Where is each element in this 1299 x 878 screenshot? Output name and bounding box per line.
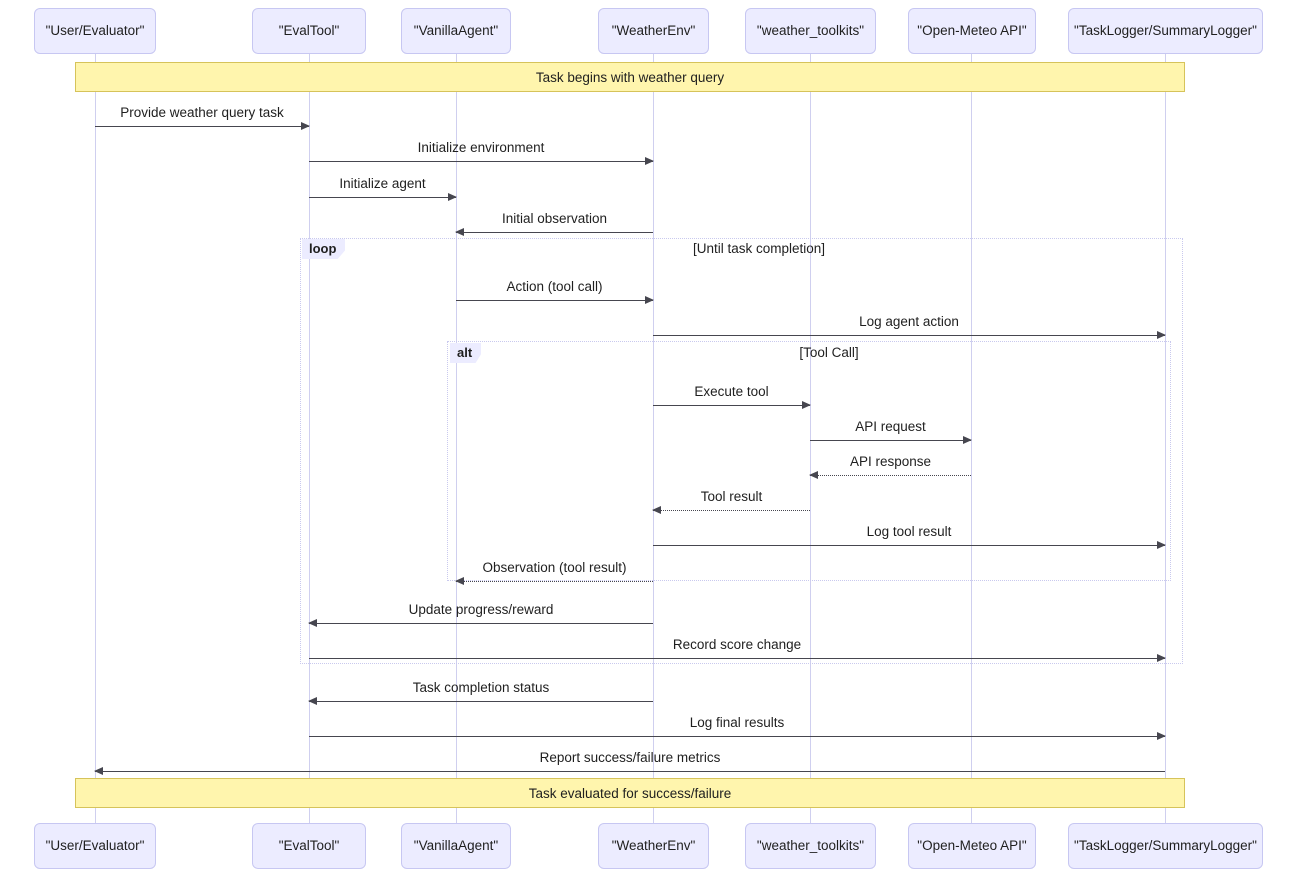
participant-box-top-3[interactable]: "WeatherEnv" (598, 8, 709, 54)
arrowhead-icon-6 (802, 400, 811, 409)
arrowhead-icon-12 (308, 618, 317, 627)
message-label-8: API response (849, 454, 932, 469)
participant-box-bottom-1[interactable]: "EvalTool" (252, 823, 366, 869)
arrowhead-icon-13 (1157, 653, 1166, 662)
message-line-8 (810, 475, 971, 476)
message-line-2 (309, 197, 456, 198)
message-line-4 (456, 300, 653, 301)
participant-box-bottom-3[interactable]: "WeatherEnv" (598, 823, 709, 869)
participant-box-top-4[interactable]: "weather_toolkits" (745, 8, 876, 54)
message-label-7: API request (855, 419, 926, 434)
lifeline-0 (95, 54, 96, 824)
message-line-9 (653, 510, 810, 511)
message-line-6 (653, 405, 810, 406)
fragment-label-loop: loop (302, 239, 346, 259)
arrowhead-icon-1 (645, 156, 654, 165)
message-label-15: Log final results (689, 715, 785, 730)
participant-box-bottom-0[interactable]: "User/Evaluator" (34, 823, 156, 869)
arrowhead-icon-8 (809, 470, 818, 479)
message-line-10 (653, 545, 1165, 546)
message-line-11 (456, 581, 653, 582)
message-label-11: Observation (tool result) (482, 560, 627, 575)
message-label-16: Report success/failure metrics (539, 750, 721, 765)
message-label-13: Record score change (672, 637, 802, 652)
message-label-2: Initialize agent (339, 176, 426, 191)
participant-box-top-2[interactable]: "VanillaAgent" (401, 8, 511, 54)
message-label-5: Log agent action (859, 314, 959, 329)
arrowhead-icon-3 (455, 227, 464, 236)
lifeline-6 (1165, 54, 1166, 824)
participant-box-bottom-6[interactable]: "TaskLogger/SummaryLogger" (1068, 823, 1263, 869)
arrowhead-icon-10 (1157, 540, 1166, 549)
message-line-0 (95, 126, 309, 127)
arrowhead-icon-9 (652, 505, 661, 514)
message-line-14 (309, 701, 653, 702)
arrowhead-icon-11 (455, 576, 464, 585)
fragment-title-alt: [Tool Call] (799, 345, 859, 360)
message-label-4: Action (tool call) (506, 279, 603, 294)
message-line-15 (309, 736, 1165, 737)
arrowhead-icon-16 (94, 766, 103, 775)
lifeline-3 (653, 54, 654, 824)
lifeline-2 (456, 54, 457, 824)
message-line-16 (95, 771, 1165, 772)
participant-box-top-5[interactable]: "Open-Meteo API" (908, 8, 1036, 54)
message-line-13 (309, 658, 1165, 659)
arrowhead-icon-15 (1157, 731, 1166, 740)
fragment-loop (300, 238, 1183, 664)
participant-box-top-6[interactable]: "TaskLogger/SummaryLogger" (1068, 8, 1263, 54)
participant-box-top-0[interactable]: "User/Evaluator" (34, 8, 156, 54)
message-line-5 (653, 335, 1165, 336)
message-label-9: Tool result (700, 489, 763, 504)
fragment-title-loop: [Until task completion] (692, 241, 826, 256)
message-label-0: Provide weather query task (120, 105, 284, 120)
arrowhead-icon-14 (308, 696, 317, 705)
lifeline-1 (309, 54, 310, 824)
arrowhead-icon-5 (1157, 330, 1166, 339)
participant-box-bottom-2[interactable]: "VanillaAgent" (401, 823, 511, 869)
message-line-3 (456, 232, 653, 233)
note-0: Task begins with weather query (75, 62, 1185, 92)
arrowhead-icon-0 (301, 121, 310, 130)
message-label-14: Task completion status (412, 680, 550, 695)
lifeline-4 (810, 54, 811, 824)
participant-box-bottom-4[interactable]: "weather_toolkits" (745, 823, 876, 869)
message-label-3: Initial observation (501, 211, 608, 226)
message-line-7 (810, 440, 971, 441)
message-label-12: Update progress/reward (408, 602, 554, 617)
message-label-1: Initialize environment (417, 140, 545, 155)
message-line-12 (309, 623, 653, 624)
note-1: Task evaluated for success/failure (75, 778, 1185, 808)
message-label-10: Log tool result (866, 524, 952, 539)
arrowhead-icon-7 (963, 435, 972, 444)
arrowhead-icon-2 (448, 192, 457, 201)
participant-box-bottom-5[interactable]: "Open-Meteo API" (908, 823, 1036, 869)
message-label-6: Execute tool (694, 384, 769, 399)
message-line-1 (309, 161, 653, 162)
participant-box-top-1[interactable]: "EvalTool" (252, 8, 366, 54)
fragment-label-alt: alt (450, 343, 482, 363)
arrowhead-icon-4 (645, 295, 654, 304)
